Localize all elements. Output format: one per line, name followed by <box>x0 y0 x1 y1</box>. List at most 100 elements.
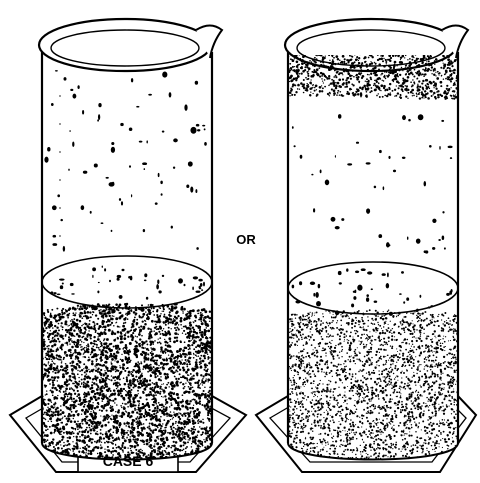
particle <box>143 384 145 386</box>
particle <box>108 378 109 379</box>
particle <box>374 323 376 325</box>
particle <box>182 450 184 452</box>
particle <box>61 448 63 450</box>
particle <box>149 379 151 381</box>
particle <box>100 429 102 431</box>
particle <box>190 345 191 346</box>
particle <box>116 388 118 390</box>
particle <box>198 356 199 357</box>
particle <box>189 407 191 409</box>
particle <box>367 316 368 317</box>
particle <box>125 359 126 360</box>
particle <box>166 453 168 455</box>
particle <box>96 344 97 345</box>
particle <box>93 395 95 397</box>
particle <box>333 397 334 398</box>
particle <box>71 398 73 400</box>
particle <box>326 410 327 411</box>
particle <box>120 395 123 398</box>
particle <box>128 400 131 403</box>
particle <box>137 400 139 402</box>
particle <box>140 433 142 435</box>
particle <box>168 323 170 325</box>
particle <box>100 432 102 434</box>
particle <box>44 368 46 370</box>
particle <box>66 331 68 333</box>
particle <box>350 425 352 427</box>
particle <box>161 193 163 196</box>
particle <box>160 391 162 393</box>
particle <box>71 355 72 356</box>
particle <box>46 369 49 372</box>
particle <box>395 365 397 367</box>
particle <box>200 317 202 319</box>
particle <box>85 366 87 368</box>
particle <box>117 376 119 378</box>
particle <box>115 445 116 446</box>
particle <box>166 358 168 360</box>
particle <box>205 432 208 435</box>
particle <box>69 383 70 384</box>
particle <box>117 331 120 334</box>
particle <box>124 370 126 372</box>
right-cylinder <box>256 19 476 472</box>
particle <box>347 431 348 432</box>
particle <box>106 345 108 347</box>
particle <box>154 334 156 336</box>
particle <box>155 386 157 388</box>
particle <box>163 383 164 384</box>
particle <box>102 315 104 317</box>
particle <box>319 383 321 385</box>
particle <box>390 455 392 457</box>
particle <box>77 307 78 308</box>
particle <box>116 420 118 422</box>
particle <box>105 432 108 435</box>
particle <box>77 428 79 430</box>
particle <box>122 367 125 370</box>
particle <box>81 421 83 423</box>
particle <box>130 405 133 408</box>
particle <box>79 344 80 345</box>
particle <box>434 398 435 399</box>
particle <box>201 331 204 334</box>
particle <box>125 425 127 427</box>
particle <box>51 376 53 378</box>
particle <box>147 404 149 406</box>
particle <box>171 415 173 417</box>
particle <box>185 383 186 384</box>
particle <box>328 443 329 444</box>
particle <box>86 444 88 446</box>
particle <box>197 422 199 424</box>
particle <box>150 418 152 420</box>
particle <box>155 202 158 205</box>
particle <box>80 347 81 348</box>
particle <box>356 320 357 321</box>
particle <box>71 401 72 402</box>
particle <box>124 439 127 442</box>
particle <box>209 345 211 347</box>
particle <box>154 399 157 402</box>
particle <box>385 360 387 362</box>
particle <box>152 356 154 358</box>
particle <box>78 404 80 406</box>
particle <box>348 340 349 341</box>
particle <box>90 413 91 414</box>
particle <box>72 388 74 390</box>
particle <box>81 205 85 210</box>
particle <box>50 314 52 316</box>
particle <box>170 426 172 428</box>
particle <box>109 416 111 418</box>
particle <box>88 349 90 351</box>
particle <box>177 404 180 407</box>
particle <box>88 369 89 370</box>
particle <box>347 339 348 340</box>
particle <box>411 355 412 356</box>
particle <box>86 410 89 413</box>
particle <box>170 402 171 403</box>
particle <box>97 291 99 294</box>
particle <box>156 442 159 445</box>
particle <box>84 356 86 358</box>
particle <box>385 368 387 370</box>
particle <box>94 324 96 326</box>
particle <box>61 422 63 424</box>
